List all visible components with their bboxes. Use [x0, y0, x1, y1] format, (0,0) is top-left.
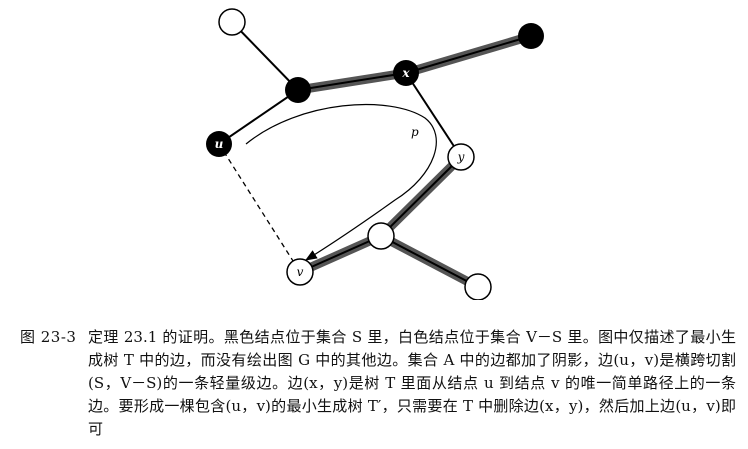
node-y-label: y: [457, 150, 465, 164]
spanning-tree-diagram: p x u y v: [206, 8, 544, 300]
node-v: v: [286, 258, 314, 286]
tree-edges: [218, 21, 462, 158]
edge-top-white-black: [231, 21, 299, 91]
node-x-label: x: [401, 66, 410, 80]
node-v-label: v: [297, 265, 304, 279]
figure-number: 图 23-3: [20, 328, 77, 346]
caption-text: 定理 23.1 的证明。黑色结点位于集合 S 里，白色结点位于集合 V－S 里。…: [88, 328, 736, 438]
node-white-top: [218, 8, 246, 36]
node-u: u: [206, 131, 232, 157]
node-black-topright: [518, 23, 544, 49]
node-x: x: [393, 60, 419, 86]
edge-black-u: [218, 89, 299, 145]
node-y: y: [447, 143, 475, 171]
path-p-arrow: [245, 103, 437, 261]
node-u-label: u: [215, 137, 224, 151]
node-black-center: [285, 77, 311, 103]
path-p-label: p: [411, 125, 419, 139]
edge-x-y: [405, 72, 462, 158]
node-white-bottomright: [464, 273, 492, 300]
edge-u-v-dashed: [218, 143, 301, 273]
node-white-middle: [367, 222, 395, 250]
